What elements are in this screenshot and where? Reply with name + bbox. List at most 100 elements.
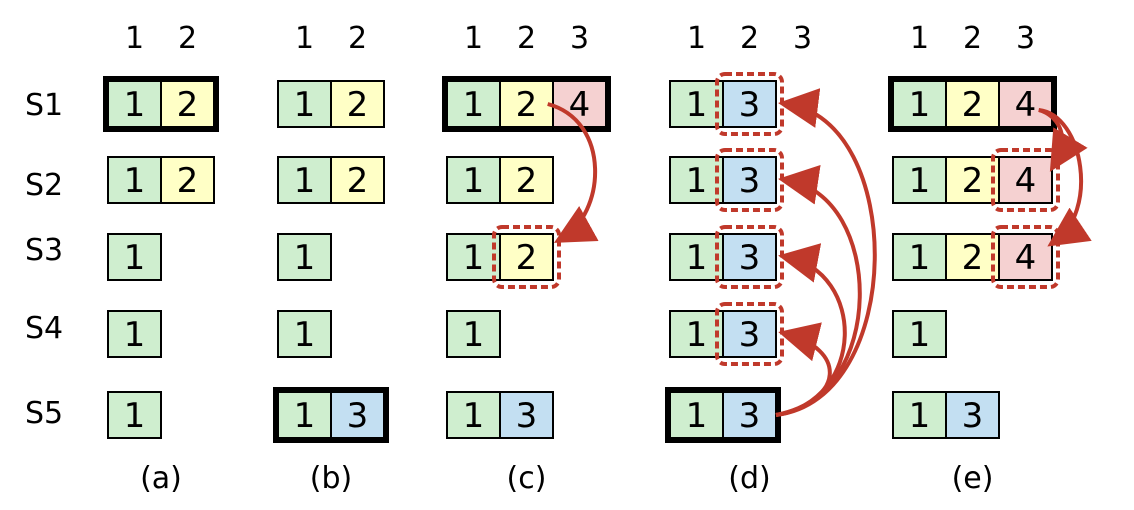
log-entry-term: 4: [1015, 85, 1037, 125]
log-entry-cell: [998, 156, 1053, 204]
log-entry-cell: [669, 156, 724, 204]
log-entry-cell: [722, 310, 777, 358]
log-entry-cell: [277, 80, 332, 128]
log-entry-cell: [892, 310, 947, 358]
log-entry-cell: [499, 391, 554, 439]
log-index-label: 3: [1016, 21, 1035, 56]
log-entry-cell: [945, 156, 1000, 204]
log-row: 1: [107, 391, 162, 439]
log-entry-cell: [107, 310, 162, 358]
log-entry-term: 1: [463, 238, 485, 278]
log-entry-term: 2: [347, 161, 369, 201]
leader-outline: [888, 76, 1057, 132]
log-entry-term: 1: [294, 315, 316, 355]
log-entry-term: 1: [294, 161, 316, 201]
log-index-label: 2: [348, 21, 367, 56]
log-entry-term: 1: [124, 161, 146, 201]
log-entry-term: 1: [294, 396, 316, 436]
leader-outline: [442, 76, 611, 132]
server-label: S5: [25, 396, 63, 431]
log-entry-cell: [330, 156, 385, 204]
server-label: S4: [25, 311, 63, 346]
log-entry-cell: [160, 156, 215, 204]
replication-arrow: [775, 322, 832, 417]
log-entry-cell: [892, 391, 947, 439]
log-entry-cell: [998, 233, 1053, 281]
log-entry-term: 1: [294, 238, 316, 278]
log-entry-cell: [446, 233, 501, 281]
server-label: S3: [25, 233, 63, 268]
log-entry-cell: [499, 156, 554, 204]
leader-outline: [103, 76, 219, 132]
log-row: 1: [277, 233, 332, 281]
log-entry-term: 2: [177, 85, 199, 125]
replication-arrow: [547, 102, 599, 243]
log-entry-term: 4: [1015, 161, 1037, 201]
log-index-label: 1: [125, 21, 144, 56]
log-entry-term: 1: [463, 315, 485, 355]
log-entry-cell: [722, 156, 777, 204]
arrows: [547, 88, 1092, 417]
log-entry-term: 3: [962, 396, 984, 436]
log-entry-term: 1: [124, 85, 146, 125]
log-entry-cell: [277, 156, 332, 204]
log-entry-cell: [330, 80, 385, 128]
log-entry-cell: [669, 310, 724, 358]
log-entry-term: 1: [686, 161, 708, 201]
log-index-label: 1: [910, 21, 929, 56]
replication-highlight: [991, 225, 1060, 289]
log-entry-term: 1: [909, 161, 931, 201]
server-label: S2: [25, 168, 63, 203]
panel-caption: (a): [140, 461, 182, 496]
log-entry-cell: [446, 310, 501, 358]
log-index-label: 1: [687, 21, 706, 56]
log-row: 1: [107, 233, 162, 281]
log-entry-term: 1: [909, 85, 931, 125]
log-entry-term: 1: [686, 238, 708, 278]
log-entry-term: 1: [909, 238, 931, 278]
log-entry-cell: [499, 80, 554, 128]
log-entry-cell: [277, 310, 332, 358]
log-entry-term: 3: [347, 396, 369, 436]
log-entry-term: 3: [739, 315, 761, 355]
log-index-label: 3: [570, 21, 589, 56]
leader-outline: [273, 387, 389, 443]
log-index-label: 2: [178, 21, 197, 56]
server-labels: S1 S2 S3 S4 S5: [25, 88, 63, 431]
log-entry-cell: [499, 233, 554, 281]
log-index-label: 2: [517, 21, 536, 56]
log-entry-term: 1: [124, 238, 146, 278]
log-entry-term: 2: [516, 161, 538, 201]
log-entry-term: 3: [516, 396, 538, 436]
log-index-label: 2: [740, 21, 759, 56]
log-entry-cell: [892, 233, 947, 281]
log-index-label: 3: [793, 21, 812, 56]
log-entry-term: 2: [516, 85, 538, 125]
panel-caption: (e): [952, 461, 994, 496]
log-entry-cell: [552, 80, 607, 128]
log-entry-term: 1: [686, 85, 708, 125]
log-entry-term: 3: [739, 85, 761, 125]
log-entry-cell: [107, 391, 162, 439]
log-entry-term: 2: [962, 238, 984, 278]
log-entry-term: 2: [962, 161, 984, 201]
log-row: 1: [277, 310, 332, 358]
log-entry-term: 4: [1015, 238, 1037, 278]
panel-caption: (d): [728, 461, 770, 496]
log-entry-term: 2: [177, 161, 199, 201]
